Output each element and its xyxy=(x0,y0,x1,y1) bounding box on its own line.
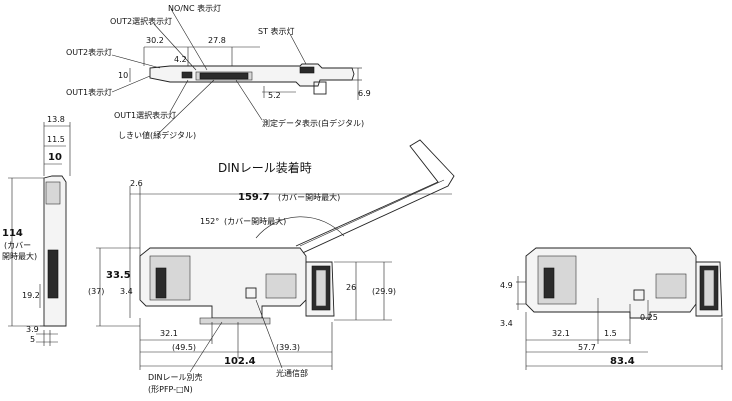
dim-10-side: 10 xyxy=(48,152,62,163)
dim-10-top: 10 xyxy=(118,71,128,80)
right-view-latch xyxy=(655,273,687,299)
optical-port xyxy=(245,287,257,299)
dim-37: (37) xyxy=(88,287,104,296)
dim-102-4: 102.4 xyxy=(224,356,256,367)
angle-arc xyxy=(255,216,345,239)
angle-152-note: (カバー開時最大) xyxy=(224,216,286,226)
dim-1-5: 1.5 xyxy=(604,329,617,338)
st-indicator-lamp xyxy=(299,66,315,74)
dim-4-2: 4.2 xyxy=(174,55,187,64)
label-out1-indicator: OUT1表示灯 xyxy=(66,87,112,97)
dim-19-2: 19.2 xyxy=(22,291,40,300)
dim-159-7: 159.7 xyxy=(238,192,270,203)
label-din-rail-1: DINレール別売 xyxy=(148,372,203,382)
dim-114-note-2: 開時最大) xyxy=(2,251,37,261)
label-measured-display: 測定データ表示(白デジタル) xyxy=(262,118,364,128)
dim-39-3: (39.3) xyxy=(276,343,300,352)
top-connector xyxy=(313,81,327,95)
dim-29-9: (29.9) xyxy=(372,287,396,296)
right-view: 4.9 3.4 0.25 32.1 1.5 57.7 83.4 xyxy=(500,247,723,370)
angle-152: 152° xyxy=(200,217,219,226)
dim-32-1-din: 32.1 xyxy=(160,329,178,338)
dim-49-5: (49.5) xyxy=(172,343,196,352)
body-label-block xyxy=(155,267,167,299)
dim-3-4-din: 3.4 xyxy=(120,287,133,296)
side-view: 13.8 11.5 10 114 (カバー 開時最大) 19.2 3.9 5 xyxy=(2,115,71,346)
label-st-indicator: ST 表示灯 xyxy=(258,26,295,36)
dim-3-9: 3.9 xyxy=(26,325,39,334)
open-cover xyxy=(295,139,455,257)
dim-83-4: 83.4 xyxy=(610,356,635,367)
dim-114-note-1: (カバー xyxy=(4,241,31,250)
indicator-block xyxy=(181,71,193,79)
label-threshold-display: しきい値(緑デジタル) xyxy=(118,130,196,140)
top-view: NO/NC 表示灯 OUT2選択表示灯 ST 表示灯 OUT2表示灯 OUT1表… xyxy=(66,3,371,140)
dim-3-4-right: 3.4 xyxy=(500,319,513,328)
label-optical-comm: 光通信部 xyxy=(276,368,308,378)
din-view-title: DINレール装着時 xyxy=(218,160,312,175)
din-rail xyxy=(199,317,271,325)
right-view-label-block xyxy=(543,267,555,299)
dim-4-9: 4.9 xyxy=(500,281,513,290)
display-digits xyxy=(199,72,249,80)
label-no-nc-indicator: NO/NC 表示灯 xyxy=(168,3,221,13)
right-view-optical-port xyxy=(633,289,645,301)
dim-114: 114 xyxy=(2,228,23,239)
label-out2-indicator: OUT2表示灯 xyxy=(66,47,112,57)
dim-57-7: 57.7 xyxy=(578,343,596,352)
dim-0-25: 0.25 xyxy=(640,313,658,322)
dim-6-9: 6.9 xyxy=(358,89,371,98)
dim-5-2: 5.2 xyxy=(268,91,281,100)
dim-32-1-right: 32.1 xyxy=(552,329,570,338)
dim-26: 26 xyxy=(346,283,356,292)
dim-30-2: 30.2 xyxy=(146,36,164,45)
dim-27-8: 27.8 xyxy=(208,36,226,45)
side-cover-hinge xyxy=(45,181,61,205)
label-out1-select-indicator: OUT1選択表示灯 xyxy=(114,110,176,120)
din-rail-view: DINレール装着時 xyxy=(88,139,455,394)
label-din-rail-2: (形PFP-□N) xyxy=(148,385,193,394)
right-view-connector-pins xyxy=(703,269,715,307)
right-connector-pins xyxy=(315,269,327,307)
side-connector-area xyxy=(47,249,59,299)
dim-5-side: 5 xyxy=(30,335,35,344)
dim-2-6: 2.6 xyxy=(130,179,143,188)
dim-33-5: 33.5 xyxy=(106,270,131,281)
label-out2-select-indicator: OUT2選択表示灯 xyxy=(110,16,172,26)
dim-13-8: 13.8 xyxy=(47,115,65,124)
dim-11-5: 11.5 xyxy=(47,135,65,144)
dim-159-7-note: (カバー開時最大) xyxy=(278,192,340,202)
body-latch xyxy=(265,273,297,299)
